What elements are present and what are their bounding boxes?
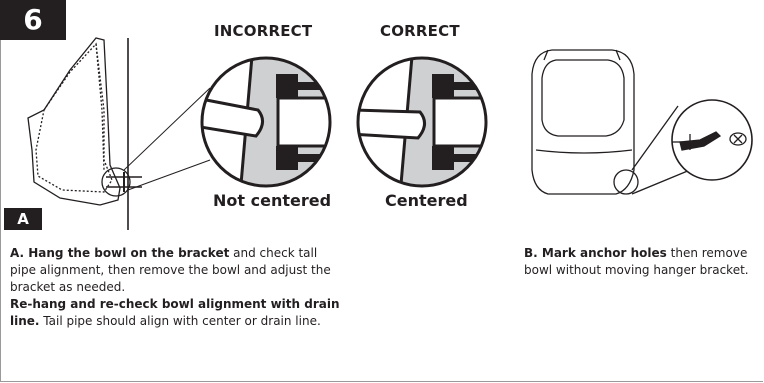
not-centered-caption: Not centered bbox=[213, 191, 332, 210]
instruction-a-text: A. Hang the bowl on the bracket and chec… bbox=[10, 245, 340, 330]
urinal-front-view-drawing bbox=[531, 49, 753, 195]
instruction-b-text: B. Mark anchor holes then remove bowl wi… bbox=[524, 245, 762, 279]
incorrect-detail-circle bbox=[200, 56, 332, 188]
correct-detail-circle bbox=[356, 56, 488, 188]
instruction-a-body: and check tall pipe alignment, then remo… bbox=[10, 246, 331, 294]
panel-a-badge: A bbox=[4, 208, 42, 230]
instruction-a-heading: A. Hang the bowl on the bracket bbox=[10, 246, 230, 260]
step-number-badge: 6 bbox=[0, 0, 66, 40]
correct-heading: CORRECT bbox=[380, 22, 460, 40]
instruction-a-recheck-heading: Re-hang and re-check bowl alignment with… bbox=[10, 297, 340, 328]
incorrect-heading: INCORRECT bbox=[214, 22, 313, 40]
instruction-b-body: then remove bowl without moving hanger b… bbox=[524, 246, 749, 277]
urinal-side-view-drawing bbox=[27, 37, 211, 230]
centered-caption: Centered bbox=[385, 191, 468, 210]
instruction-a-recheck-body: Tail pipe should align with center or dr… bbox=[39, 314, 321, 328]
instruction-b-heading: B. Mark anchor holes bbox=[524, 246, 667, 260]
